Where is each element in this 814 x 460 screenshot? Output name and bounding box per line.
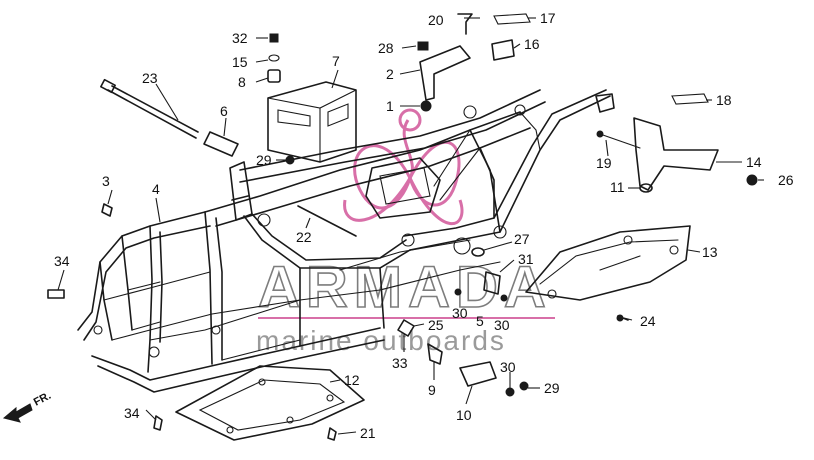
callout-28: 28 — [378, 40, 394, 56]
callout-34-bottom: 34 — [124, 405, 140, 421]
callout-13: 13 — [702, 244, 718, 260]
bolt-21 — [327, 427, 337, 441]
skid-plate-12 — [175, 365, 365, 441]
callout-23: 23 — [142, 70, 158, 86]
callout-10: 10 — [456, 407, 472, 423]
callout-1: 1 — [386, 98, 394, 114]
callout-30-left: 30 — [452, 305, 468, 321]
callout-34-left: 34 — [54, 253, 70, 269]
callout-12: 12 — [344, 372, 360, 388]
front-label: FR. — [32, 390, 53, 409]
callout-31: 31 — [518, 251, 534, 267]
callout-29-upper: 29 — [256, 152, 272, 168]
callout-15: 15 — [232, 54, 248, 70]
callout-18: 18 — [716, 92, 732, 108]
clip-3 — [101, 203, 113, 217]
bracket-2 — [419, 45, 471, 112]
callout-20: 20 — [428, 12, 444, 28]
nut-stack — [267, 33, 281, 83]
callout-2: 2 — [386, 66, 394, 82]
front-direction-indicator: FR. — [2, 390, 53, 423]
callout-22: 22 — [296, 229, 312, 245]
bolt-24-head — [616, 314, 624, 322]
callout-14: 14 — [746, 154, 762, 170]
nut-29-upper — [285, 155, 295, 165]
wing-screw — [457, 13, 473, 35]
nut-30-lower — [505, 387, 515, 397]
callout-32: 32 — [232, 30, 248, 46]
nut-26 — [746, 174, 758, 186]
bolt-34-bottom — [153, 415, 163, 431]
callout-labels: 1 2 3 4 5 6 7 8 9 10 11 12 13 14 15 16 1… — [54, 10, 794, 441]
callout-11: 11 — [610, 179, 625, 195]
bolt-22 — [297, 205, 357, 237]
battery-box — [267, 81, 357, 163]
nut-29-lower — [519, 381, 529, 391]
watermark-logo — [343, 108, 464, 225]
callout-29-lower: 29 — [544, 380, 560, 396]
collar — [203, 131, 239, 157]
arrow-left-down-icon — [2, 403, 33, 423]
callout-19: 19 — [596, 155, 612, 171]
callout-27: 27 — [514, 231, 530, 247]
bracket-14 — [596, 117, 719, 191]
callout-8: 8 — [238, 74, 246, 90]
skid-plate-13 — [525, 225, 691, 301]
label-17 — [493, 13, 531, 25]
callout-16: 16 — [524, 36, 540, 52]
leader-lines — [57, 17, 764, 435]
callout-26: 26 — [778, 172, 794, 188]
callout-25: 25 — [428, 317, 444, 333]
callout-6: 6 — [220, 103, 228, 119]
long-bolt — [100, 78, 199, 139]
callout-7: 7 — [332, 53, 340, 69]
bolt-34-left — [47, 289, 65, 299]
callout-30-lower: 30 — [500, 359, 516, 375]
collar-group — [454, 247, 508, 302]
callout-30-right: 30 — [494, 317, 510, 333]
main-frame — [77, 89, 615, 393]
callout-5: 5 — [476, 313, 484, 329]
callout-21: 21 — [360, 425, 376, 441]
callout-3: 3 — [102, 173, 110, 189]
brackets-lower — [397, 319, 497, 387]
nut-28 — [417, 41, 429, 51]
callout-9: 9 — [428, 382, 436, 398]
callout-4: 4 — [152, 181, 160, 197]
grommet-16 — [491, 39, 515, 61]
label-18 — [671, 93, 709, 105]
callout-33: 33 — [392, 355, 408, 371]
callout-17: 17 — [540, 10, 556, 26]
callout-24: 24 — [640, 313, 656, 329]
